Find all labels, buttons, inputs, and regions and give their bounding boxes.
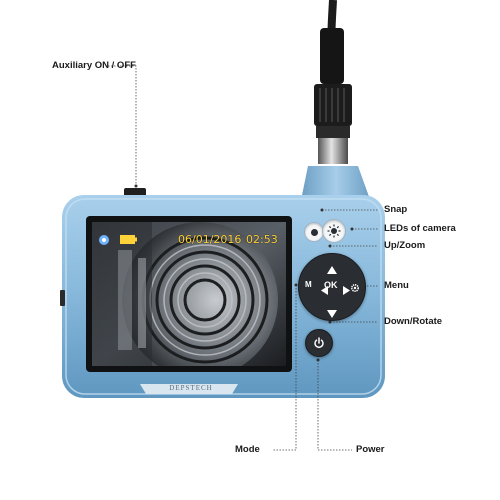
navigation-pad: M OK [298, 253, 366, 321]
knurled-coupling [314, 84, 352, 126]
side-port [60, 290, 65, 306]
left-arrow-icon[interactable] [321, 282, 328, 300]
led-sun-icon [327, 224, 341, 238]
label-leds: LEDs of camera [384, 223, 456, 234]
up-arrow-icon[interactable] [327, 261, 337, 279]
label-down-rotate: Down/Rotate [384, 316, 443, 327]
screen-image-gears [92, 222, 278, 366]
brand-label: DEPSTECH [169, 384, 213, 392]
brand-plate [140, 384, 238, 394]
battery-icon [120, 235, 137, 244]
screen-time: 02:53 [246, 233, 278, 246]
led-button[interactable] [322, 219, 346, 243]
power-icon [314, 337, 324, 349]
mode-button[interactable]: M [305, 280, 312, 289]
ok-button[interactable]: OK [324, 280, 338, 290]
snap-icon [310, 228, 318, 236]
callout-lines [108, 65, 378, 451]
screen-date: 06/01/2016 [178, 233, 242, 246]
label-mode: Mode [235, 444, 260, 455]
label-up-zoom: Up/Zoom [384, 240, 426, 251]
chrome-connector [318, 138, 348, 164]
right-arrow-icon[interactable] [343, 282, 350, 300]
label-auxiliary: Auxiliary ON / OFF [52, 60, 136, 71]
snap-button[interactable] [304, 222, 324, 242]
camera-mode-icon [99, 235, 109, 245]
label-snap: Snap [384, 204, 408, 215]
label-menu: Menu [384, 280, 409, 291]
cable-sleeve [320, 28, 344, 84]
down-arrow-icon[interactable] [327, 305, 337, 323]
power-button[interactable] [305, 329, 333, 357]
label-power: Power [356, 444, 385, 455]
gear-icon[interactable] [350, 280, 360, 298]
coupling-ring [316, 126, 350, 138]
